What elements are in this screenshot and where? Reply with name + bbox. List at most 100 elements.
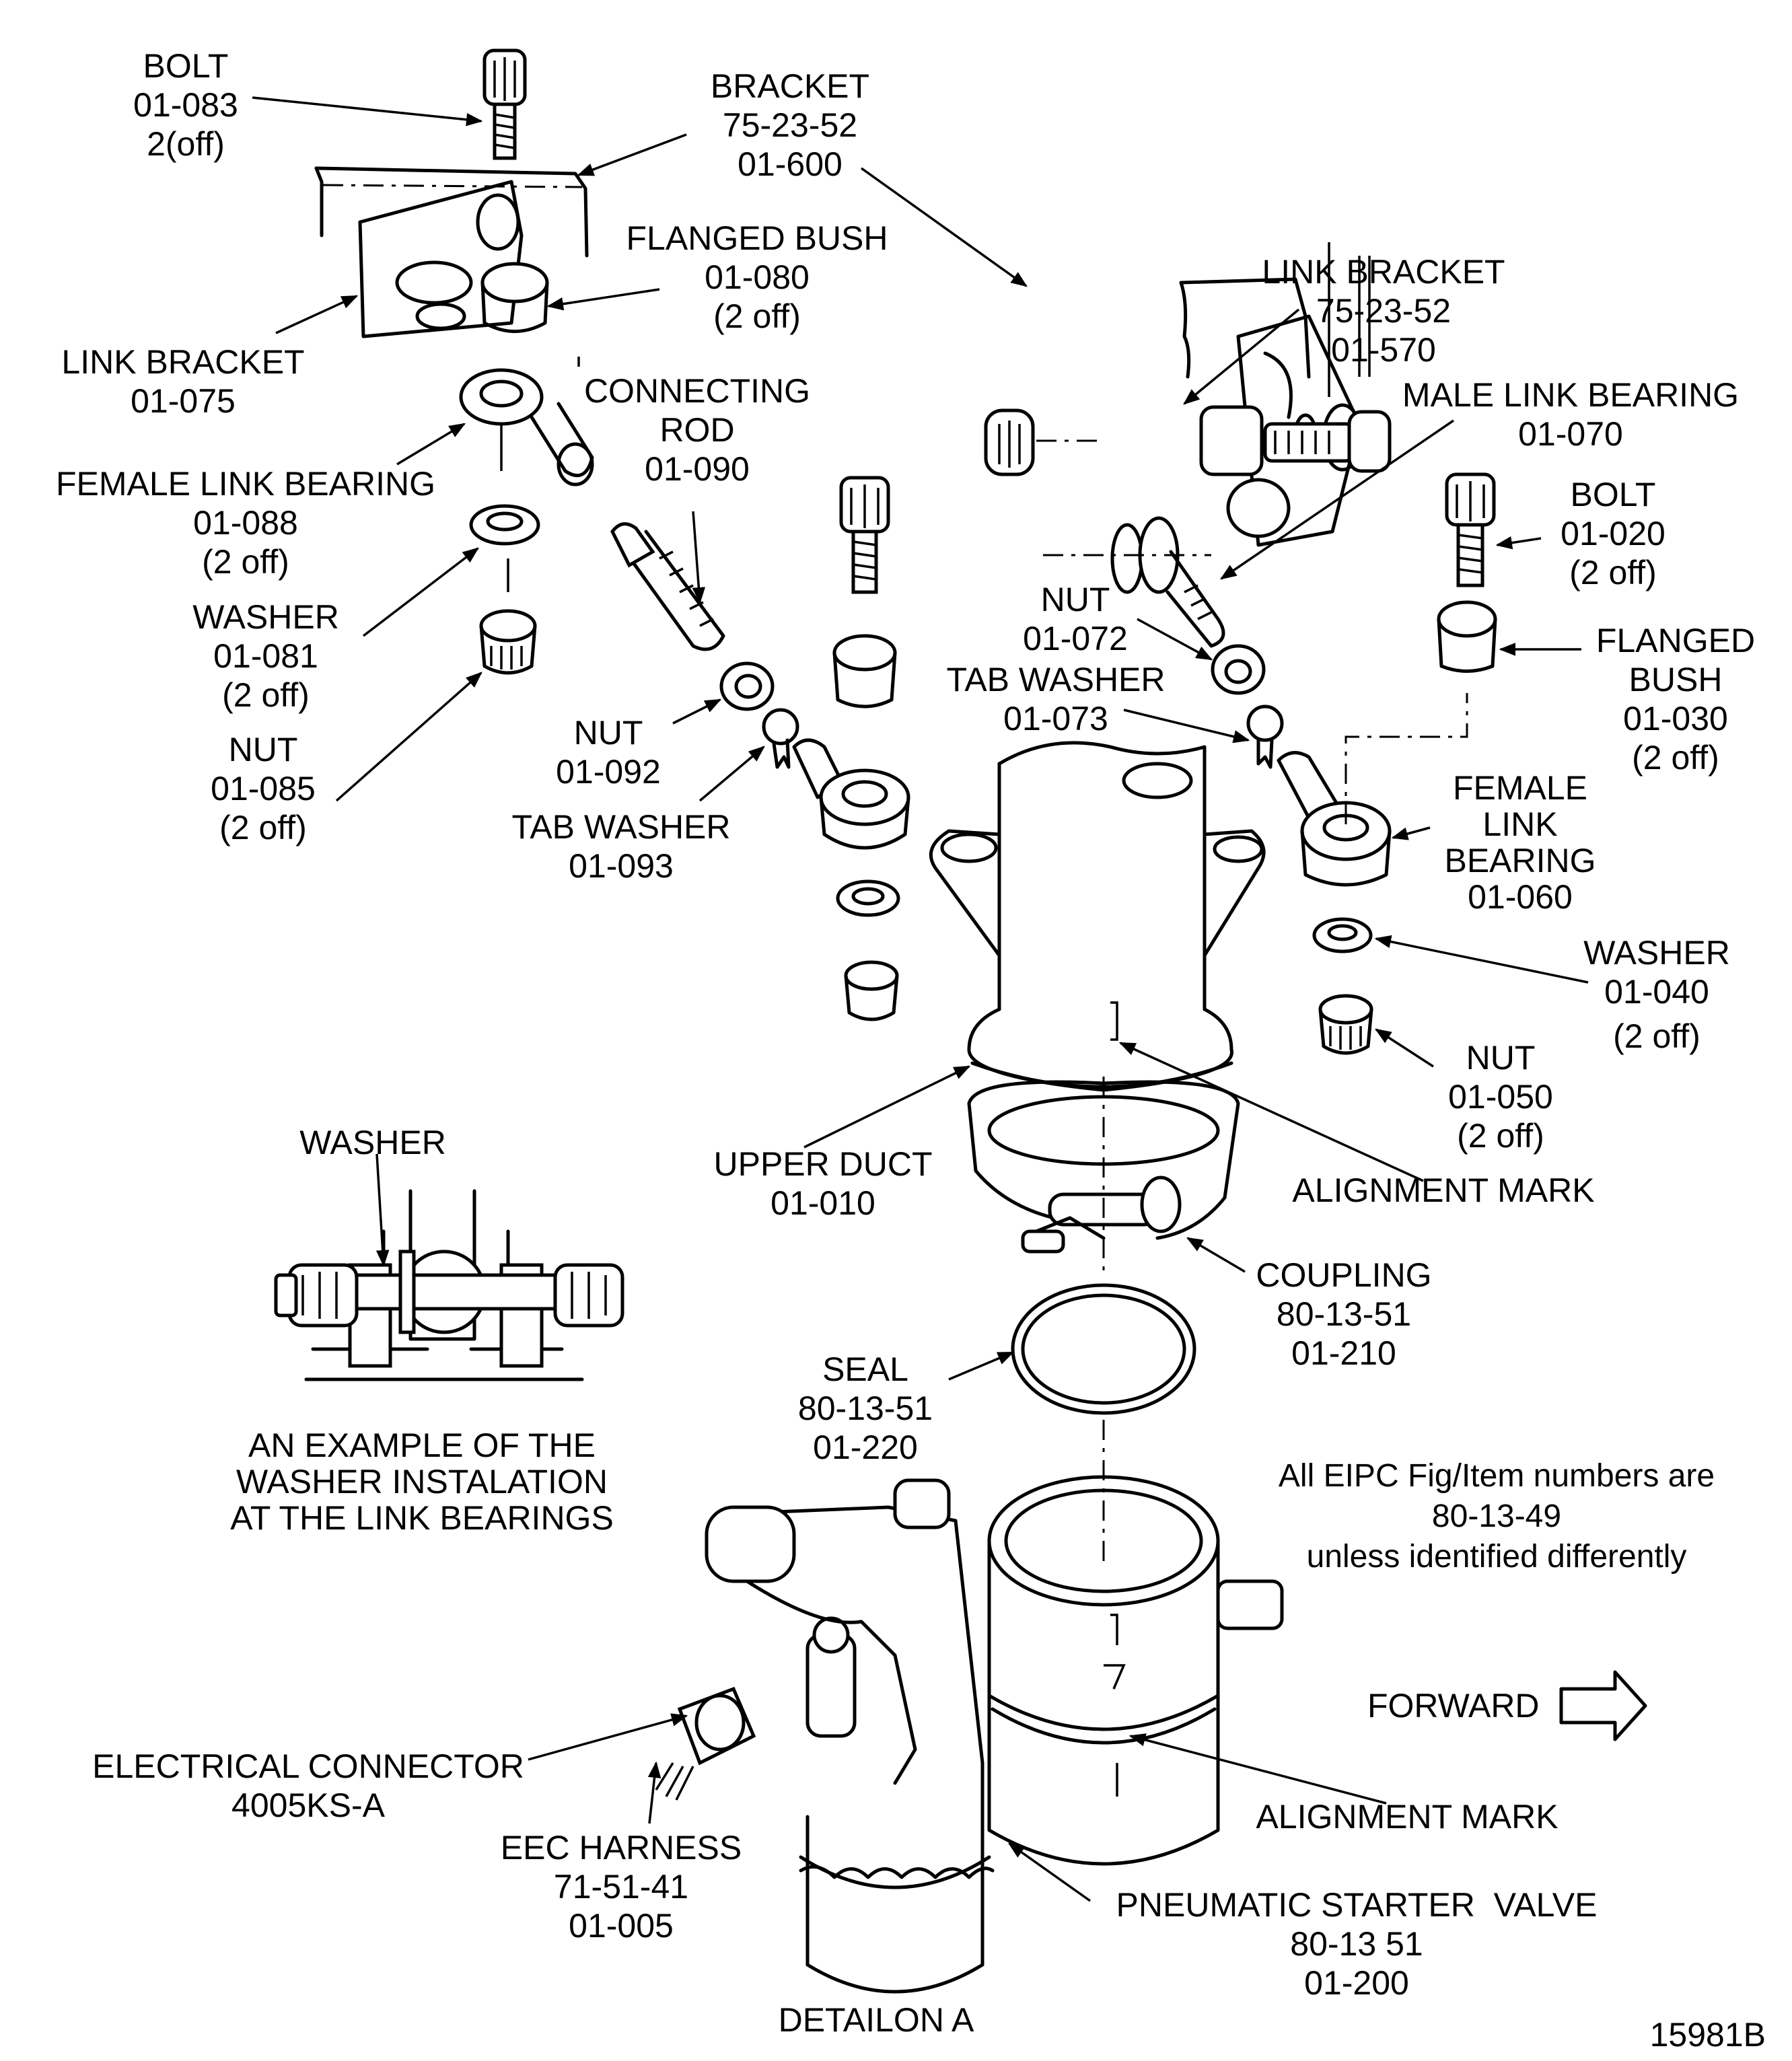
label-line: COUPLING — [1256, 1256, 1432, 1294]
callout-link-bracket-01-570: LINK BRACKET 75-23-52 01-570 — [1262, 252, 1505, 369]
note-line: All EIPC Fig/Item numbers are — [1278, 1458, 1715, 1494]
label-line: (2 off) — [202, 543, 289, 581]
label-line: WASHER — [1583, 934, 1730, 972]
label-line: 01-073 — [1003, 700, 1108, 737]
label-line: FEMALE — [1452, 769, 1588, 807]
callout-electrical-connector: ELECTRICAL CONNECTOR 4005KS-A — [92, 1747, 524, 1825]
label-line: 01-092 — [556, 753, 661, 791]
callout-nut-01-072: NUT 01-072 — [1023, 580, 1128, 658]
note-line: unless identified differently — [1306, 1539, 1687, 1575]
connecting-rod-01-090-drawing — [610, 522, 725, 651]
callout-flanged-bush-01-080: FLANGED BUSH 01-080 (2 off) — [626, 219, 888, 336]
label-line: (2 off) — [1569, 554, 1657, 591]
label-line: WASHER — [299, 1124, 446, 1161]
label-line: MALE LINK BEARING — [1402, 376, 1740, 414]
label-line: BOLT — [143, 47, 229, 85]
label-line: 01-200 — [1304, 1964, 1409, 2002]
label-line: 01-081 — [213, 637, 318, 675]
label-line: TAB WASHER — [946, 661, 1166, 698]
label-line: NUT — [573, 714, 643, 752]
label-line: 01-220 — [813, 1429, 918, 1466]
callout-alignment-mark-lower: ALIGNMENT MARK — [1256, 1797, 1558, 1836]
caption-line: AT THE LINK BEARINGS — [230, 1499, 614, 1537]
callout-coupling-01-210: COUPLING 80-13-51 01-210 — [1256, 1256, 1431, 1373]
callout-female-link-bearing-01-088: FEMALE LINK BEARING 01-088 (2 off) — [56, 464, 435, 581]
label-line: 01-085 — [211, 770, 316, 807]
label-line: 01-090 — [645, 450, 750, 488]
label-line: (2 off) — [219, 809, 307, 846]
washer-installation-inset-drawing — [274, 1189, 624, 1381]
pneumatic-starter-valve-01-200-drawing — [655, 1478, 995, 1994]
note-line: 80-13-49 — [1431, 1498, 1562, 1534]
label-line: 01-570 — [1331, 331, 1436, 369]
bolt-01-083-drawing — [482, 48, 527, 160]
label-line: CONNECTING — [583, 372, 811, 410]
label-line: 01-060 — [1468, 878, 1573, 916]
callout-bracket-01-600: BRACKET 75-23-52 01-600 — [711, 67, 869, 184]
label-line: (2 off) — [1457, 1117, 1544, 1155]
detail-title: DETAILON A — [779, 2000, 974, 2039]
label-line: 01-010 — [770, 1184, 875, 1222]
label-line: BRACKET — [710, 67, 870, 105]
label-line: (2 off) — [713, 297, 801, 335]
label-line: FLANGED BUSH — [626, 219, 888, 257]
washer-left-of-duct-drawing — [836, 879, 900, 917]
label-line: ELECTRICAL CONNECTOR — [92, 1747, 524, 1785]
label-line: 71-51-41 — [553, 1868, 689, 1906]
caption-line: WASHER INSTALATION — [236, 1463, 608, 1500]
label-line: NUT — [1466, 1039, 1536, 1077]
label-line: LINK BRACKET — [61, 343, 305, 381]
label-line: (2 off) — [1632, 739, 1719, 776]
upper-duct-01-010-drawing — [929, 741, 1266, 1092]
link-bracket-01-075-drawing — [358, 180, 524, 338]
label-line: BOLT — [1570, 476, 1656, 513]
label-line: 01-005 — [569, 1907, 674, 1945]
label-line: 80-13 51 — [1290, 1925, 1423, 1963]
label-line: FORWARD — [1367, 1687, 1540, 1725]
callout-nut-01-050: NUT 01-050 (2 off) — [1448, 1038, 1553, 1155]
label-line: 01-075 — [131, 382, 236, 420]
inset-washer-label: WASHER — [299, 1123, 446, 1162]
callout-connecting-rod-01-090: CONNECTING ROD 01-090 — [584, 371, 810, 489]
label-line: ROD — [659, 411, 735, 449]
label-line: BUSH — [1628, 661, 1723, 698]
forward-arrow-icon — [1559, 1670, 1647, 1741]
callout-tab-washer-01-073: TAB WASHER 01-073 — [946, 660, 1165, 738]
callout-bolt-01-020: BOLT 01-020 (2 off) — [1561, 475, 1665, 592]
flanged-bush-01-080-drawing — [480, 262, 549, 333]
callout-eec-harness-01-005: EEC HARNESS 71-51-41 01-005 — [501, 1828, 742, 1945]
label-line: 01-050 — [1448, 1078, 1553, 1116]
callout-tab-washer-01-093: TAB WASHER 01-093 — [511, 807, 730, 885]
female-link-bearing-left-of-duct-drawing — [792, 738, 910, 850]
label-line: FLANGED — [1596, 622, 1756, 659]
label-line: 80-13-51 — [797, 1389, 933, 1427]
callout-link-bracket-01-075: LINK BRACKET 01-075 — [61, 342, 304, 421]
figure-id: 15981B — [1650, 2015, 1766, 2054]
seal-01-220-drawing — [1011, 1283, 1196, 1415]
label-line: TAB WASHER — [511, 808, 731, 846]
label-line: 01-210 — [1291, 1334, 1396, 1372]
nut-01-085-drawing — [479, 609, 537, 675]
label-line: 01-088 — [193, 504, 298, 542]
nut-left-of-duct-drawing — [844, 960, 899, 1021]
callout-alignment-mark-upper: ALIGNMENT MARK — [1292, 1171, 1594, 1210]
tab-washer-01-073-drawing — [1246, 704, 1284, 769]
label-line: DETAILON A — [778, 2001, 974, 2039]
washer-01-081-drawing — [469, 504, 540, 546]
label-line: EEC HARNESS — [500, 1829, 742, 1867]
label-line: 80-13-51 — [1276, 1295, 1412, 1333]
label-line: 01-020 — [1561, 515, 1665, 552]
label-line: 01-093 — [569, 847, 674, 885]
eipc-note: All EIPC Fig/Item numbers are 80-13-49 u… — [1279, 1456, 1715, 1577]
label-line: 01-600 — [738, 145, 843, 183]
callout-male-link-bearing-01-070: MALE LINK BEARING 01-070 — [1402, 375, 1739, 454]
male-link-bearing-01-070-drawing — [1043, 516, 1225, 648]
callout-upper-duct-01-010: UPPER DUCT 01-010 — [713, 1145, 932, 1223]
label-line: 2(off) — [147, 125, 225, 163]
bracket-01-600-left-drawing — [314, 166, 589, 258]
label-line: LINK BRACKET — [1262, 253, 1505, 291]
label-line: ALIGNMENT MARK — [1256, 1798, 1558, 1836]
lower-duct-drawing — [987, 1475, 1284, 1866]
label-line: 01-070 — [1518, 415, 1623, 453]
forward-label: FORWARD — [1367, 1686, 1540, 1725]
